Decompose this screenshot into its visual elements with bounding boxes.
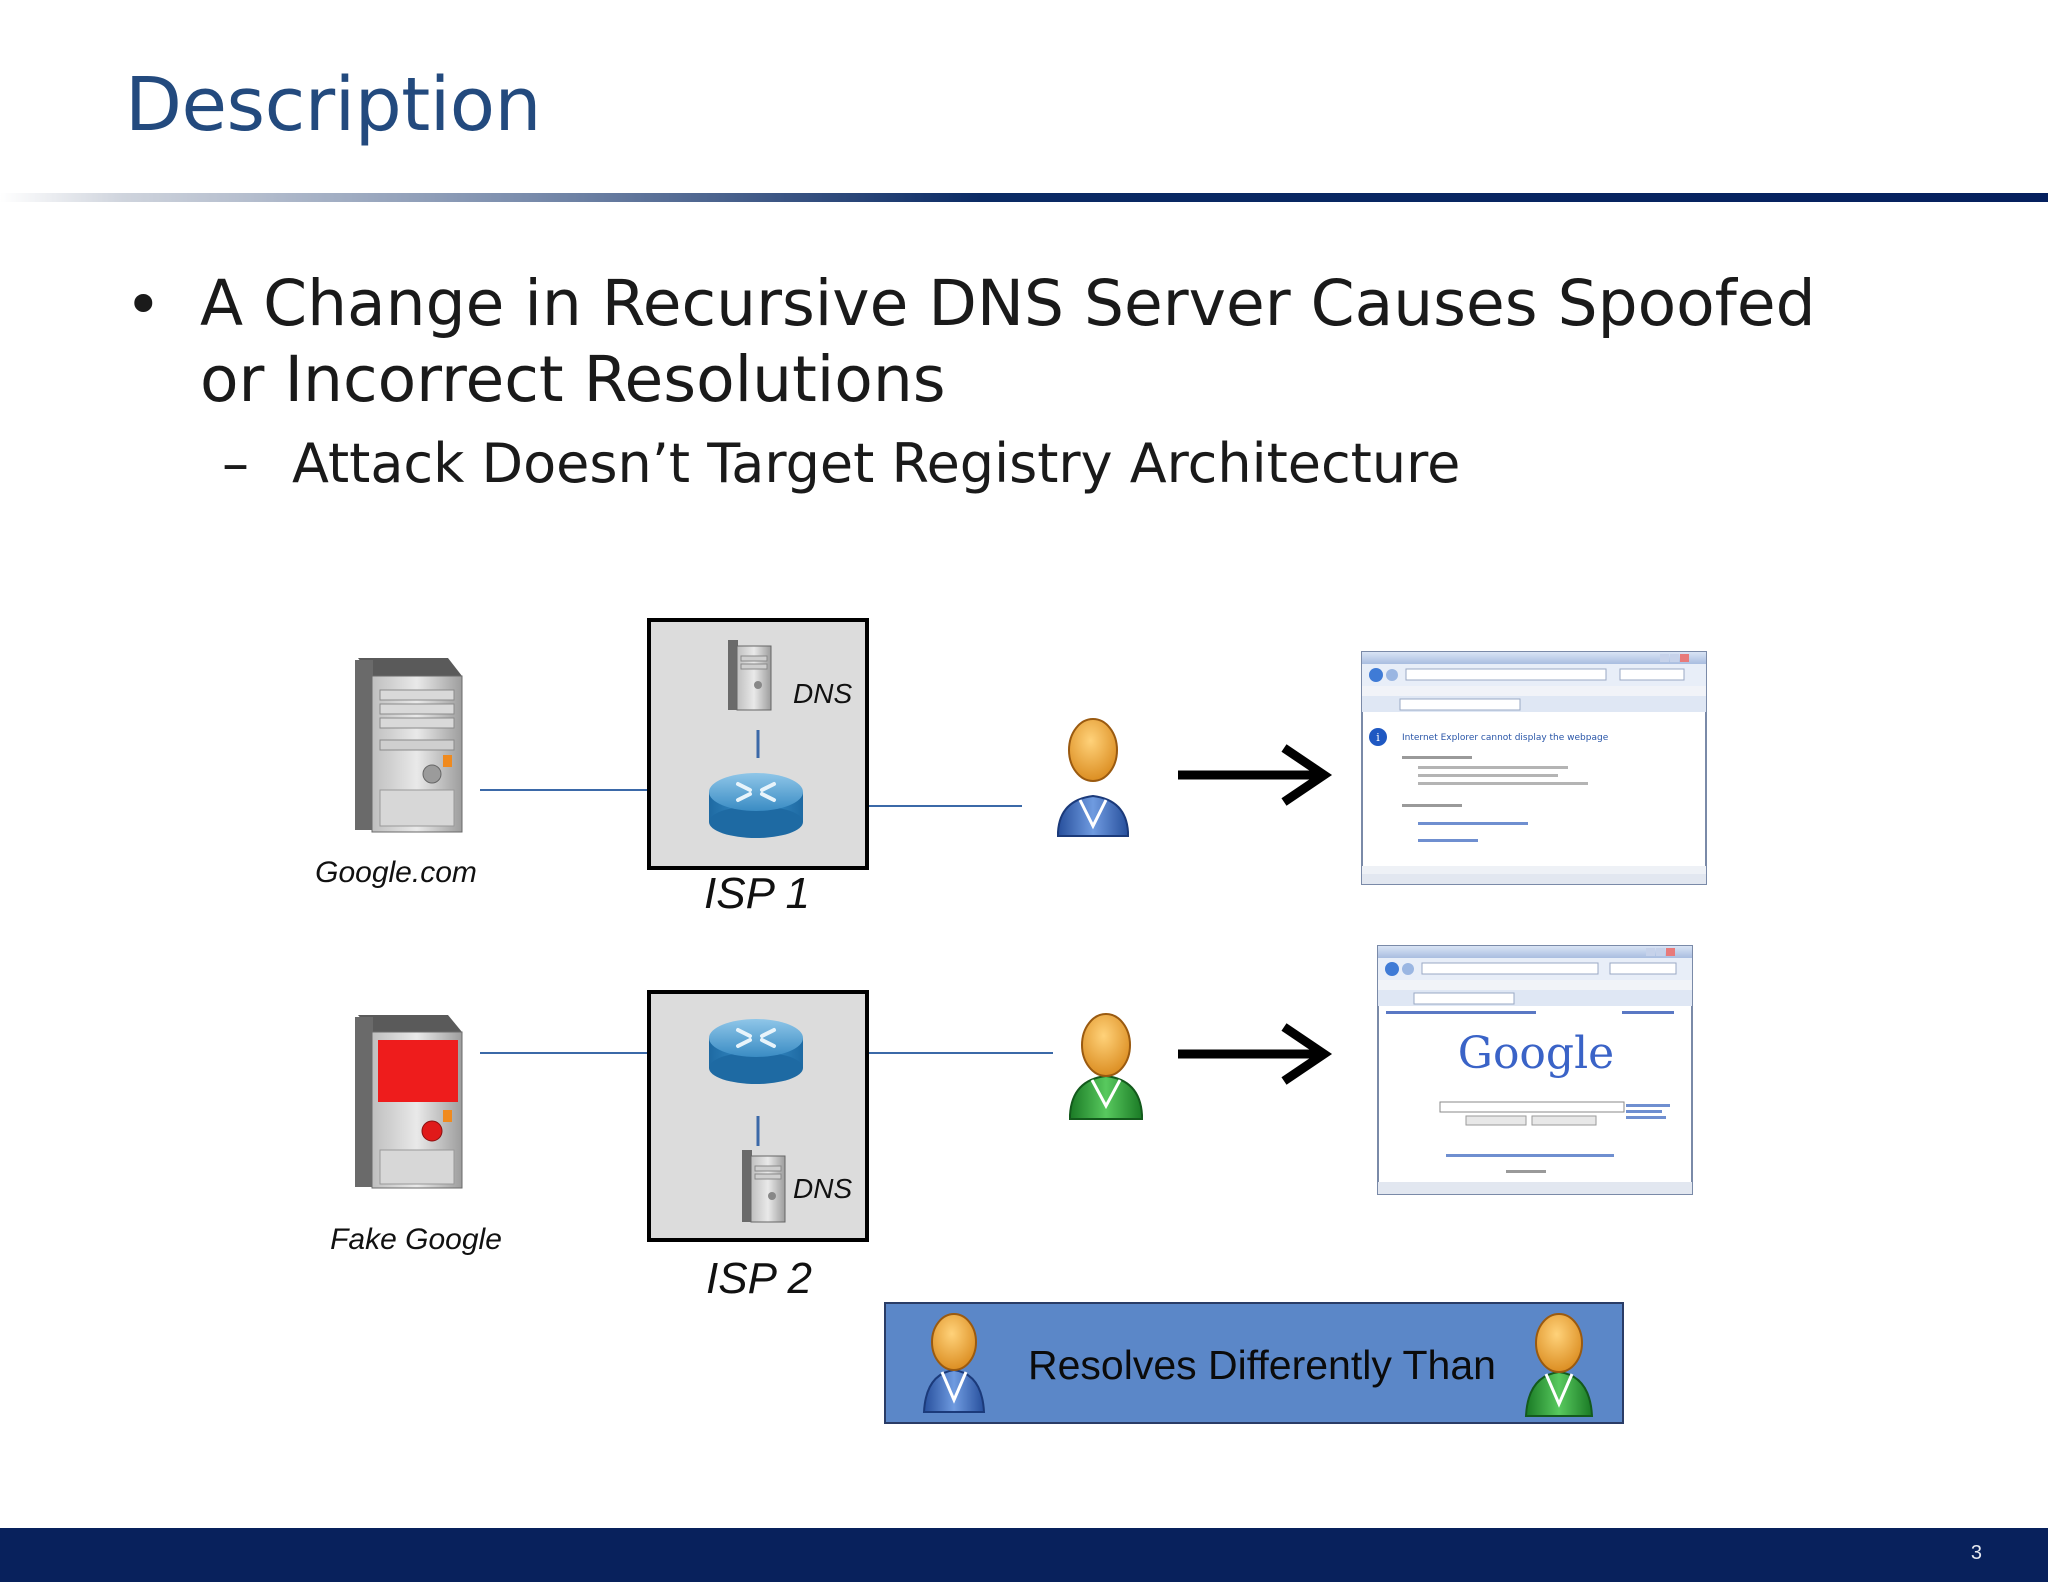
isp2-label: ISP 2: [706, 1254, 812, 1303]
google-logo-text: Google: [1458, 1028, 1614, 1079]
dns-label-isp2: DNS: [793, 1173, 852, 1204]
arrow-right-icon-top: [1178, 744, 1333, 806]
browser-window-google: Google: [1377, 945, 1693, 1195]
router-isp2: [709, 1019, 803, 1084]
user-blue-icon: [1057, 718, 1129, 837]
bullet-sub: Attack Doesn’t Target Registry Architect…: [292, 432, 1461, 495]
dns-server-isp2: [742, 1150, 786, 1223]
browser-window-error: i Internet Explorer cannot display the w…: [1361, 651, 1707, 885]
page-number: 3: [1970, 1542, 1982, 1564]
server-google-label: Google.com: [315, 856, 477, 889]
server-fake-google: [355, 1015, 463, 1189]
dns-server-isp1: [728, 640, 772, 711]
server-fake-label: Fake Google: [330, 1223, 502, 1256]
arrow-right-icon-bottom: [1178, 1023, 1333, 1085]
bullet-main: A Change in Recursive DNS Server Causes …: [200, 267, 1816, 416]
dns-label-isp1: DNS: [793, 678, 852, 709]
user-green-icon: [1524, 1313, 1594, 1417]
user-blue-icon: [922, 1313, 986, 1413]
user-green-icon: [1069, 1013, 1143, 1120]
subbullet-marker: –: [222, 432, 249, 495]
svg-text:Internet Explorer cannot displ: Internet Explorer cannot display the web…: [1402, 733, 1609, 743]
svg-text:i: i: [1376, 731, 1380, 744]
isp1-label: ISP 1: [704, 869, 810, 918]
legend-box: Resolves Differently Than: [884, 1302, 1624, 1424]
footer-bar: 3: [0, 1528, 2048, 1582]
slide-title: Description: [125, 62, 541, 148]
bullet-marker: •: [125, 268, 162, 341]
server-google: [355, 658, 463, 833]
legend-text: Resolves Differently Than: [1028, 1342, 1496, 1388]
router-isp1: [709, 773, 803, 838]
title-divider: [0, 193, 2048, 202]
